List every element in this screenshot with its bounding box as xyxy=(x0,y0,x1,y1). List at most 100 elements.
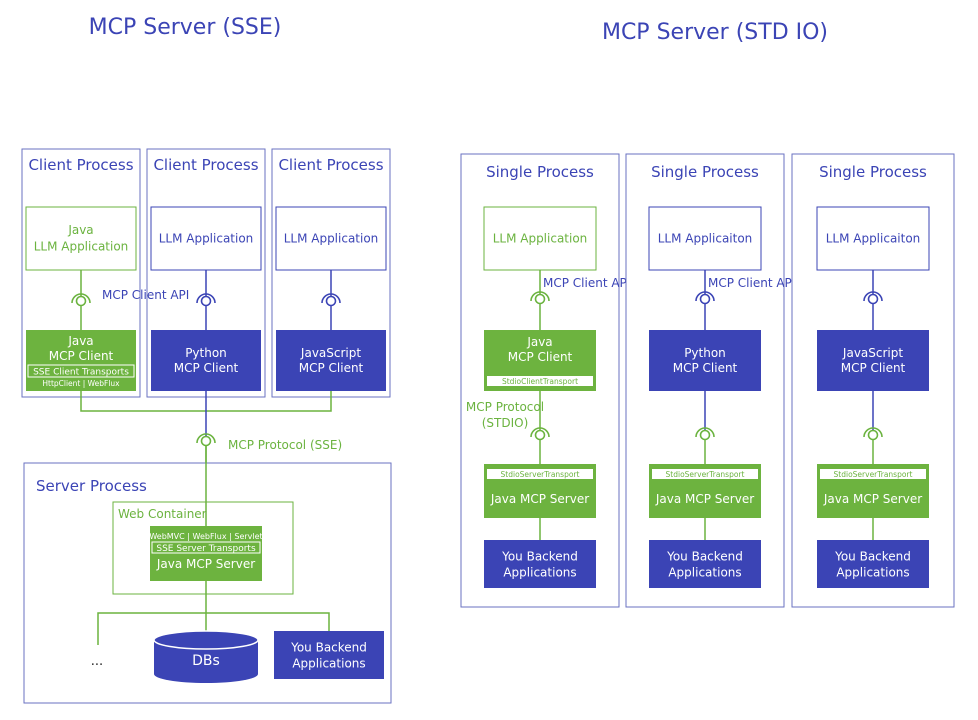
backend-label: You Backend xyxy=(290,640,367,654)
protocol-label: (STDIO) xyxy=(482,416,529,430)
mcp-client-label: JavaScript xyxy=(842,346,903,360)
client-api-interface-socket xyxy=(321,293,341,304)
client-api-interface-socket xyxy=(71,293,91,304)
server-process-label: Server Process xyxy=(36,477,147,495)
client-api-interface-ball xyxy=(699,293,711,305)
mcp-client-label: MCP Client xyxy=(174,361,239,375)
client-api-interface-socket xyxy=(695,291,715,302)
backend-box xyxy=(649,540,761,588)
mcp-client-box xyxy=(151,330,261,391)
client-api-label: MCP Client API xyxy=(543,276,630,290)
mcp-client-label: Python xyxy=(684,346,726,360)
backend-bus xyxy=(97,612,330,645)
client-process-label: Client Process xyxy=(28,156,133,174)
client-api-interface-ball xyxy=(534,293,546,305)
llm-application-box xyxy=(483,206,597,271)
ellipsis: ... xyxy=(91,654,103,669)
backend-label: You Backend xyxy=(834,549,911,563)
llm-application-box xyxy=(25,206,137,271)
client-api-interface-ball xyxy=(200,295,212,307)
mcp-client-label: JavaScript xyxy=(300,346,361,360)
client-transport-box xyxy=(487,376,593,386)
client-transport-label: SSE Client Transports xyxy=(33,368,129,378)
server-name-label: Java MCP Server xyxy=(156,557,255,571)
backend-label: Applications xyxy=(292,656,365,670)
llm-application-label: Java xyxy=(67,223,93,237)
client-api-interface-ball xyxy=(867,293,879,305)
client-transport-box xyxy=(27,364,135,378)
backend-label: Applications xyxy=(503,565,576,579)
llm-application-box xyxy=(275,206,387,271)
protocol-label: MCP Protocol (SSE) xyxy=(228,438,342,452)
web-container-label: Web Container xyxy=(118,507,207,521)
protocol-interface-ball xyxy=(534,429,546,441)
server-transport-box xyxy=(487,469,593,479)
protocol-interface-ball xyxy=(867,429,879,441)
protocol-interface-ball xyxy=(200,435,212,447)
web-container-frame xyxy=(112,501,294,595)
server-transport-label: StdioServerTransport xyxy=(501,470,580,479)
client-process-label: Client Process xyxy=(278,156,383,174)
backend-box xyxy=(817,540,929,588)
mcp-client-box xyxy=(276,330,386,391)
mcp-client-label: Python xyxy=(185,346,227,360)
protocol-interface-ball xyxy=(699,429,711,441)
backend-label: Applications xyxy=(836,565,909,579)
client-transport-sub: HttpClient | WebFlux xyxy=(42,379,120,388)
client-api-interface-socket xyxy=(196,293,216,304)
server-transport-box xyxy=(820,469,926,479)
mcp-client-box xyxy=(649,330,761,391)
server-name-label: Java MCP Server xyxy=(490,492,589,506)
server-transport-label: StdioServerTransport xyxy=(666,470,745,479)
single-process-label: Single Process xyxy=(819,163,927,181)
single-process-label: Single Process xyxy=(651,163,759,181)
mcp-client-label: Java xyxy=(67,334,93,348)
llm-application-box xyxy=(816,206,930,271)
db-cylinder-body xyxy=(154,640,258,683)
client-process-label: Client Process xyxy=(153,156,258,174)
protocol-interface-socket xyxy=(530,427,550,438)
backend-box xyxy=(274,631,384,679)
llm-application-label: LLM Applicaiton xyxy=(658,231,753,245)
llm-application-label: LLM Application xyxy=(284,231,379,245)
protocol-label: MCP Protocol xyxy=(466,400,544,414)
llm-application-label: LLM Application xyxy=(34,239,129,253)
protocol-interface-socket xyxy=(863,427,883,438)
client-api-label: MCP Client API xyxy=(102,288,189,302)
server-top-label: WebMVC | WebFlux | Servlet xyxy=(149,532,262,541)
client-api-interface-ball xyxy=(75,295,87,307)
mcp-client-label: MCP Client xyxy=(299,361,364,375)
mcp-client-label: MCP Client xyxy=(841,361,906,375)
protocol-interface-socket xyxy=(196,433,216,444)
server-name-label: Java MCP Server xyxy=(823,492,922,506)
client-api-interface-ball xyxy=(325,295,337,307)
llm-application-label: LLM Application xyxy=(493,231,588,245)
llm-application-label: LLM Application xyxy=(159,231,254,245)
client-api-interface-socket xyxy=(530,291,550,302)
client-api-label: MCP Client API xyxy=(708,276,795,290)
server-transport-label: StdioServerTransport xyxy=(834,470,913,479)
llm-application-label: LLM Applicaiton xyxy=(826,231,921,245)
client-api-interface-socket xyxy=(863,291,883,302)
server-name-label: Java MCP Server xyxy=(655,492,754,506)
sse-title: MCP Server (SSE) xyxy=(89,15,282,40)
server-transport-box xyxy=(652,469,758,479)
db-label: DBs xyxy=(192,653,220,669)
mcp-client-label: MCP Client xyxy=(508,350,573,364)
backend-label: You Backend xyxy=(666,549,743,563)
mcp-client-label: MCP Client xyxy=(673,361,738,375)
mcp-client-box xyxy=(817,330,929,391)
server-transport-box xyxy=(151,541,261,554)
mcp-client-box xyxy=(26,330,136,391)
server-transport-label: SSE Server Transports xyxy=(156,544,256,554)
stdio-title: MCP Server (STD IO) xyxy=(602,20,828,45)
mcp-client-label: MCP Client xyxy=(49,349,114,363)
mcp-client-label: Java xyxy=(526,335,552,349)
protocol-interface-socket xyxy=(695,427,715,438)
backend-box xyxy=(484,540,596,588)
client-transport-label: StdioClientTransport xyxy=(502,377,578,386)
single-process-label: Single Process xyxy=(486,163,594,181)
db-cylinder-top xyxy=(153,630,259,650)
